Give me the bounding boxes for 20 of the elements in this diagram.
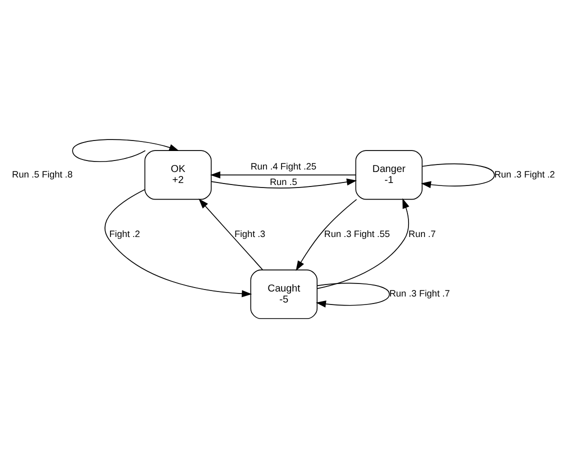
edge-label: Fight .3 [234, 228, 266, 239]
arrow [420, 164, 495, 188]
arrow [296, 198, 357, 271]
edge-label: Run .4 Fight .25 [250, 162, 316, 172]
node-box: Caught -5 [250, 269, 318, 320]
edge-label: Run .3 Fight .55 [324, 228, 390, 239]
edge-label: Fight .2 [109, 228, 140, 239]
edge-label: Run .7 [408, 228, 436, 239]
edge-label: Run .3 Fight .2 [494, 169, 555, 180]
arrow [210, 171, 356, 178]
edge-label: Run .3 Fight .7 [389, 288, 450, 299]
node-box: OK +2 [144, 150, 212, 200]
arrow [198, 198, 263, 270]
arrow [316, 282, 390, 308]
arrow [211, 178, 357, 188]
arrow [316, 198, 410, 289]
edge-label: Run .5 Fight .8 [12, 169, 73, 180]
arrow [104, 189, 252, 298]
edge-label: Run .5 [270, 176, 298, 187]
node-box: Danger -1 [355, 150, 423, 200]
